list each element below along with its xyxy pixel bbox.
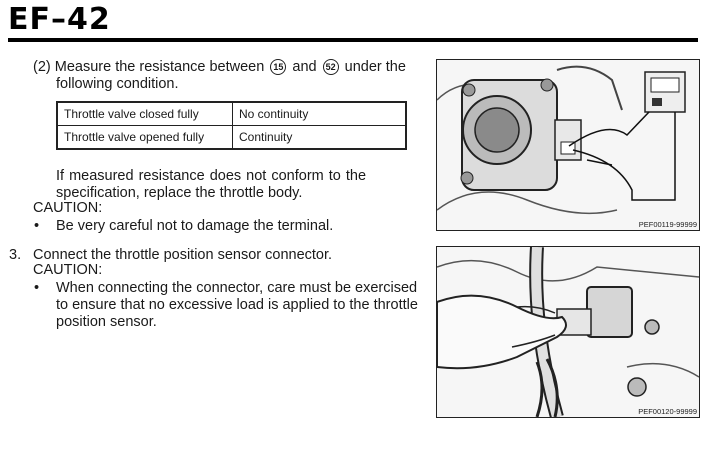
caution-line: position sensor. [56, 314, 157, 330]
step3-number: 3. [9, 247, 22, 263]
caution-label: CAUTION: [33, 262, 103, 278]
caution-text: Be very careful not to damage the termin… [56, 218, 334, 234]
caution-label: CAUTION: [33, 200, 103, 216]
step2-line2: following condition. [56, 76, 179, 92]
table-cell-condition: Throttle valve opened fully [56, 125, 233, 150]
step3-text: Connect the throttle position sensor con… [33, 247, 333, 263]
step2-mid: and [292, 59, 317, 75]
header-rule [8, 38, 698, 42]
table-cell-result: Continuity [232, 125, 407, 150]
nonconform-line2: specification, replace the throttle body… [56, 185, 303, 201]
figure-connect-connector: PEF00120-99999 [436, 246, 700, 418]
step2-line1: (2) Measure the resistance between 15 an… [33, 59, 406, 76]
figure-throttle-body-ohmmeter: PEF00119-99999 [436, 59, 700, 231]
table-cell-result: No continuity [232, 101, 407, 126]
step2-line1-pre: (2) Measure the resistance between [33, 59, 265, 75]
hand-connecting-connector-illustration [437, 247, 699, 417]
terminal-b-badge: 52 [322, 59, 339, 75]
bullet: • [34, 280, 40, 296]
caution-line: to ensure that no excessive load is appl… [56, 297, 418, 313]
page-number: EF–42 [8, 2, 111, 37]
table-row: Throttle valve closed fully No continuit… [56, 101, 407, 126]
nonconform-line1: If measured resistance does not conform … [56, 168, 367, 184]
table-row: Throttle valve opened fully Continuity [56, 125, 407, 150]
caution-line: When connecting the connector, care must… [56, 280, 418, 296]
table-cell-condition: Throttle valve closed fully [56, 101, 233, 126]
bullet: • [34, 218, 40, 234]
condition-table: Throttle valve closed fully No continuit… [56, 101, 407, 150]
figure-code: PEF00120-99999 [638, 407, 697, 416]
page-header: EF–42 [8, 0, 698, 44]
figure-code: PEF00119-99999 [638, 220, 697, 229]
throttle-body-ohmmeter-illustration [437, 60, 699, 230]
terminal-a-badge: 15 [270, 59, 287, 75]
step2-line1-post: under the [344, 59, 406, 75]
